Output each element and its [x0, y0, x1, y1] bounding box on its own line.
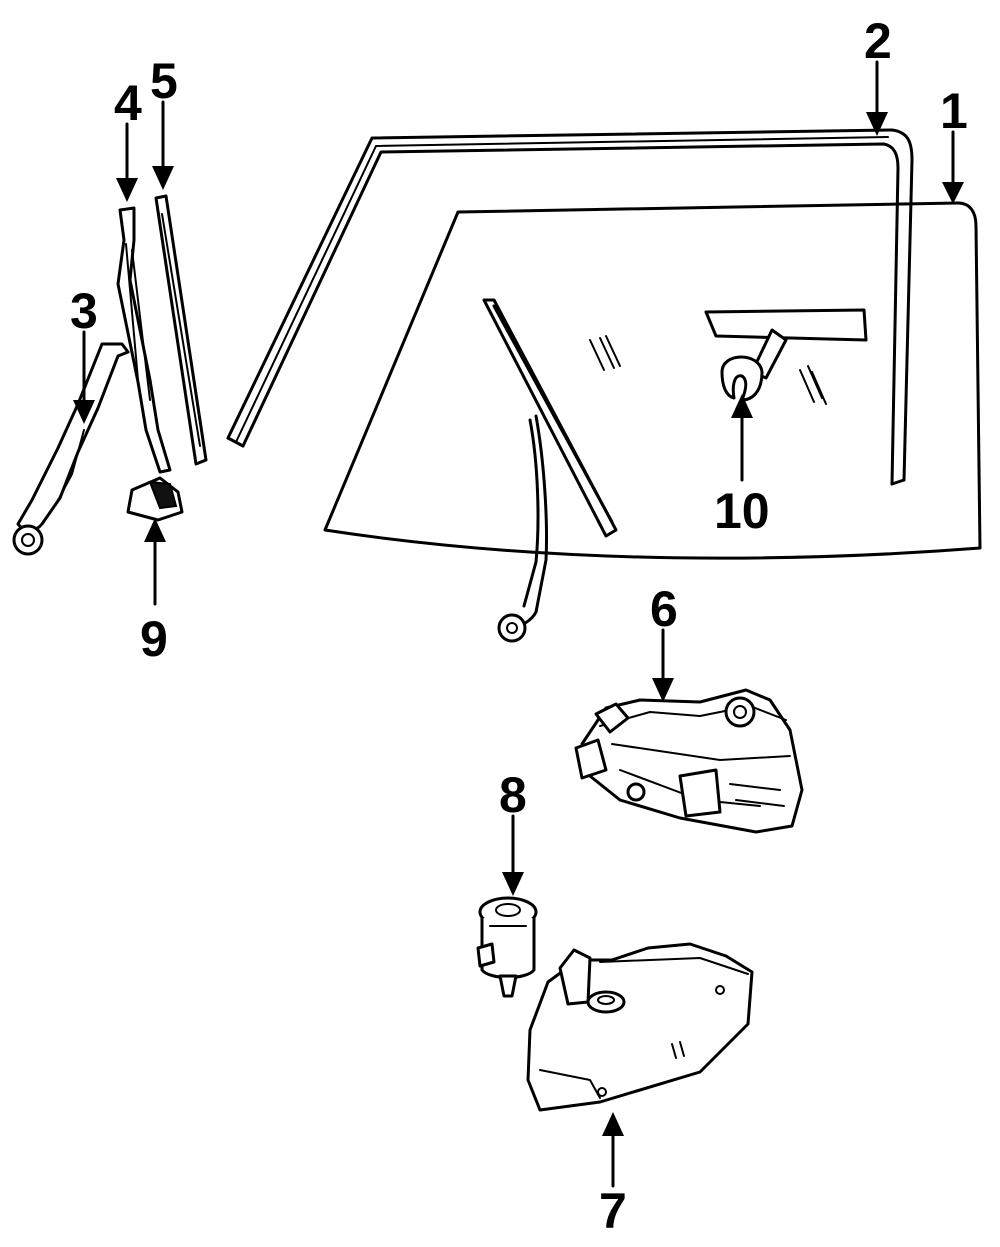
callout-9: 9	[140, 611, 168, 667]
callout-7: 7	[599, 1183, 627, 1239]
washer-reservoir	[526, 942, 754, 1112]
callout-6: 6	[650, 581, 678, 637]
wiper-arm	[12, 342, 130, 556]
windshield-glass	[323, 201, 982, 560]
callout-2: 2	[864, 13, 892, 69]
wiper-motor	[574, 688, 804, 834]
leader-arrows	[73, 60, 964, 1188]
callout-4: 4	[114, 75, 142, 131]
callout-1: 1	[940, 83, 968, 139]
windshield-molding	[226, 128, 914, 486]
callout-5: 5	[150, 53, 178, 109]
callout-10: 10	[714, 483, 770, 539]
mirror-bracket-shape	[720, 355, 764, 402]
center-wiper-assembly	[482, 298, 618, 643]
washer-pump	[476, 896, 538, 998]
blade-refill	[154, 194, 208, 466]
wiper-blade	[116, 206, 172, 474]
callout-8: 8	[499, 767, 527, 823]
pivot-cap	[126, 476, 184, 522]
callout-3: 3	[70, 283, 98, 339]
rearview-mirror	[704, 308, 868, 402]
